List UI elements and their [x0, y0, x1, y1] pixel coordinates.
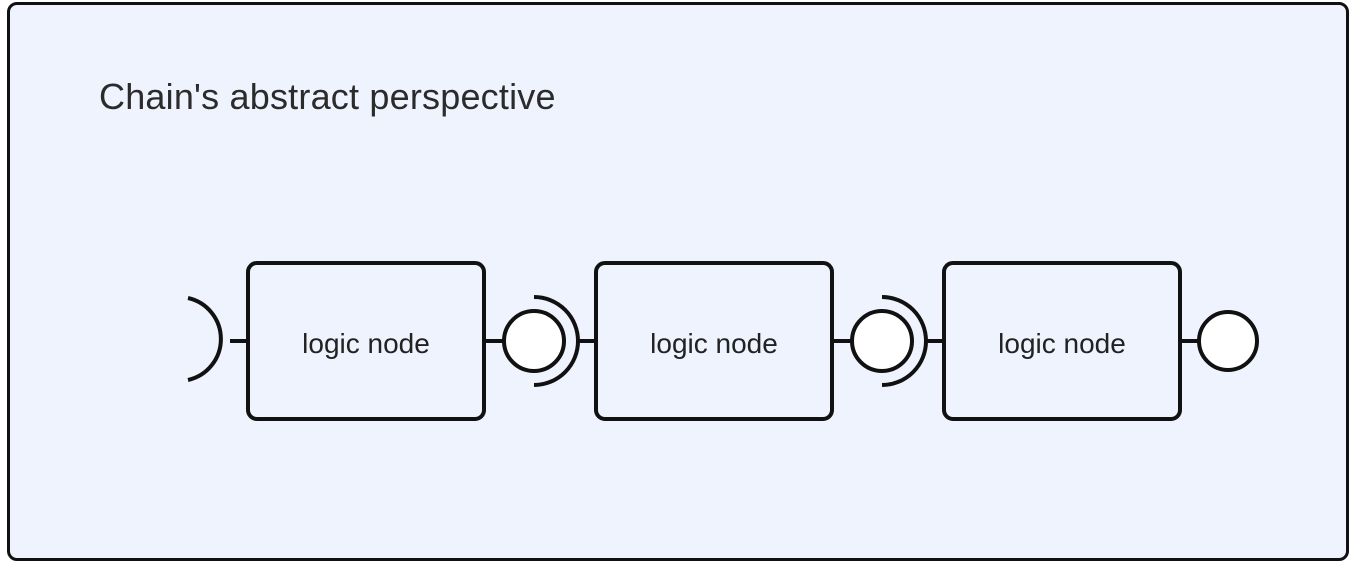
logic-node-label: logic node: [650, 328, 778, 359]
interface-ball: [502, 309, 566, 373]
interface-ball: [850, 309, 914, 373]
logic-node-label: logic node: [302, 328, 430, 359]
diagram-title: Chain's abstract perspective: [99, 76, 556, 117]
logic-node-label: logic node: [998, 328, 1126, 359]
output-ball: [1197, 310, 1259, 372]
input-socket-arc: [187, 296, 223, 382]
